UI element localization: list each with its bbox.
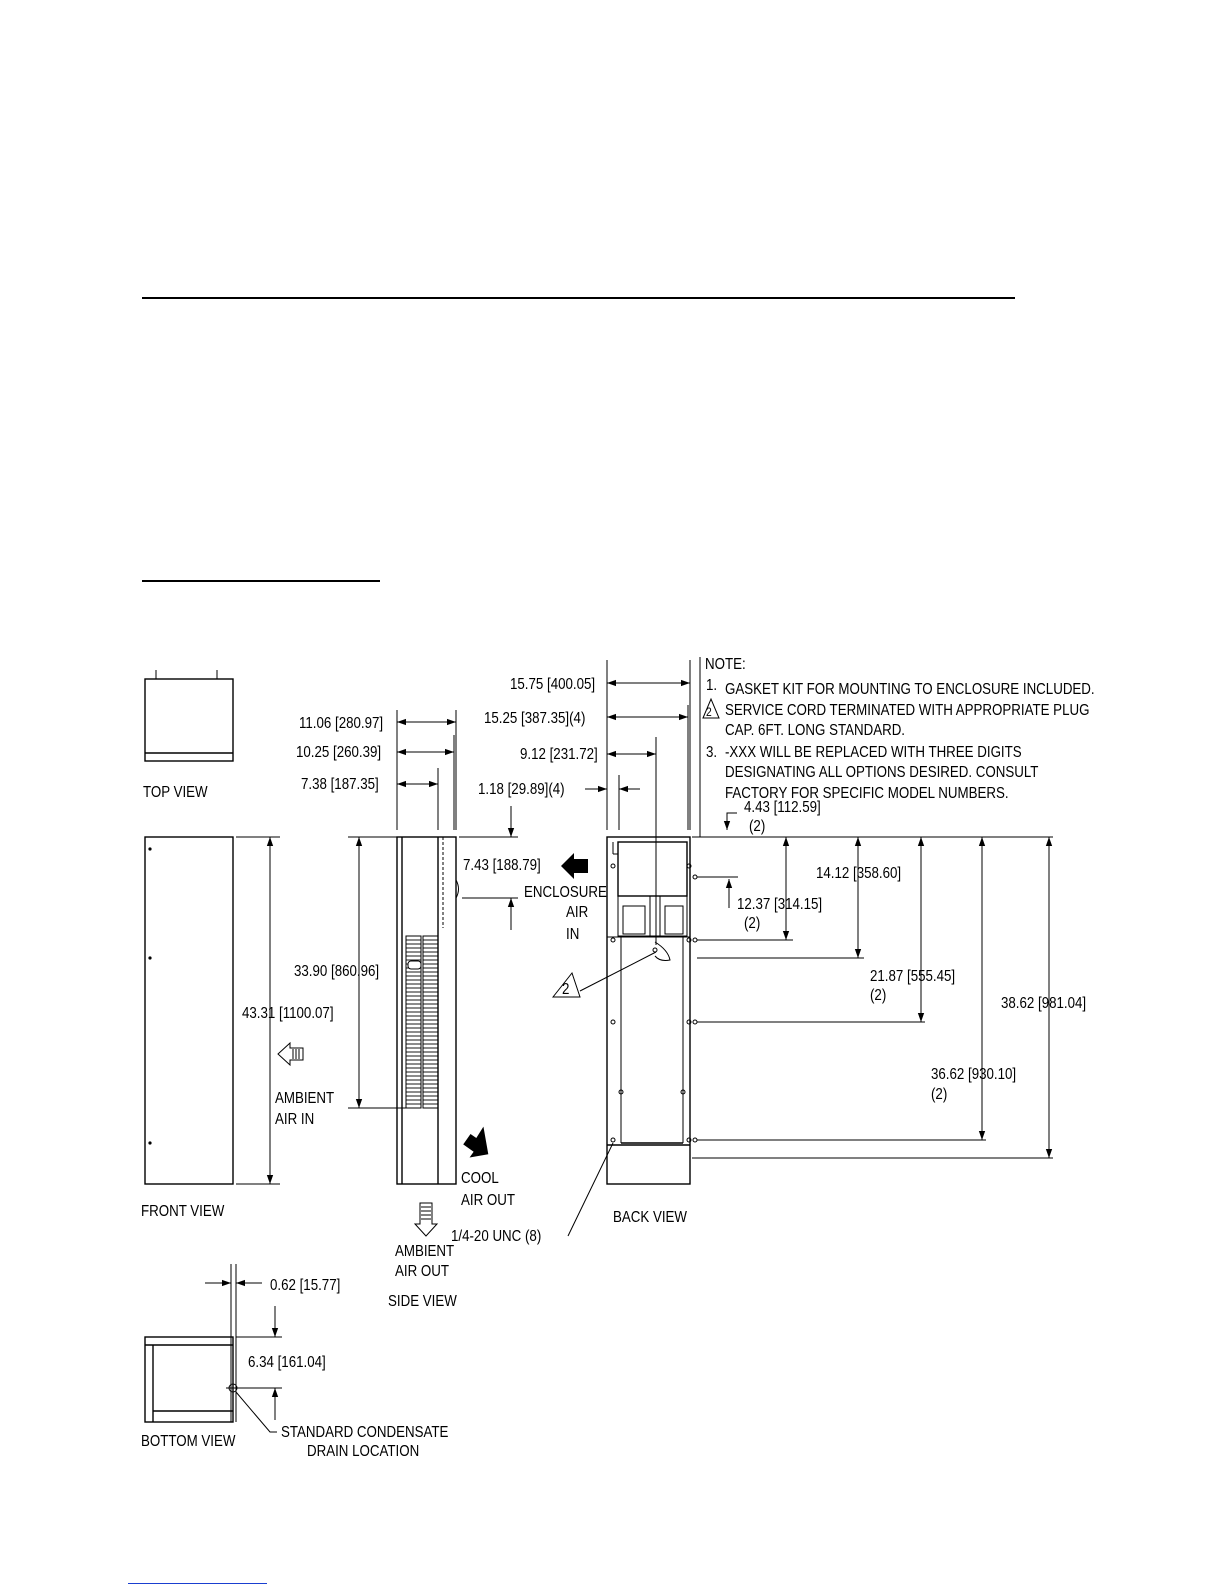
dim-4-43-qty: (2) <box>749 818 765 835</box>
dim-36-62-qty: (2) <box>931 1086 947 1103</box>
condensate-line1: STANDARD CONDENSATE <box>281 1424 449 1441</box>
dim-10-25: 10.25 [260.39] <box>296 744 381 761</box>
back-view: BACK VIEW 15.75 [400.05] 15.25 [387.35](… <box>451 660 1086 1245</box>
ambient-air-in-arrow <box>277 1041 304 1067</box>
dim-11-06: 11.06 [280.97] <box>299 715 383 732</box>
ambient-air-out-arrow <box>413 1202 439 1237</box>
dim-36-62: 36.62 [930.10] <box>931 1066 1016 1083</box>
cool-air-out-line2: AIR OUT <box>461 1192 515 1209</box>
notes-block: NOTE: 1. GASKET KIT FOR MOUNTING TO ENCL… <box>699 656 1095 837</box>
ambient-air-out-line1: AMBIENT <box>395 1243 454 1260</box>
back-view-label: BACK VIEW <box>613 1209 687 1226</box>
enclosure-air-in-line2: AIR <box>566 904 588 921</box>
dim-43-31: 43.31 [1100.07] <box>242 1005 334 1022</box>
note-3-line2: DESIGNATING ALL OPTIONS DESIRED. CONSULT <box>725 764 1039 781</box>
ambient-air-in-line1: AMBIENT <box>275 1090 334 1107</box>
dim-12-37-qty: (2) <box>744 915 760 932</box>
louver-grille <box>405 935 439 1109</box>
dim-7-38: 7.38 [187.35] <box>301 776 379 793</box>
note-1-text: GASKET KIT FOR MOUNTING TO ENCLOSURE INC… <box>725 681 1095 698</box>
bottom-view: 0.62 [15.77] 6.34 [161.04] STANDARD COND… <box>141 1264 449 1460</box>
note-2-line1: SERVICE CORD TERMINATED WITH APPROPRIATE… <box>725 702 1089 719</box>
cool-air-out-line1: COOL <box>461 1170 499 1187</box>
dim-15-25: 15.25 [387.35](4) <box>484 710 585 727</box>
top-view-label: TOP VIEW <box>143 784 208 801</box>
dim-7-43: 7.43 [188.79] <box>463 857 541 874</box>
condensate-line2: DRAIN LOCATION <box>307 1443 419 1460</box>
dim-21-87: 21.87 [555.45] <box>870 968 955 985</box>
unc-note: 1/4-20 UNC (8) <box>451 1228 541 1245</box>
notes-header: NOTE: <box>705 656 746 673</box>
note-2-line2: CAP. 6FT. LONG STANDARD. <box>725 722 905 739</box>
dim-38-62: 38.62 [981.04] <box>1001 995 1086 1012</box>
note-2-flag-cord <box>551 971 581 998</box>
side-view-label: SIDE VIEW <box>388 1293 457 1310</box>
front-view-label: FRONT VIEW <box>141 1203 225 1220</box>
bottom-view-label: BOTTOM VIEW <box>141 1433 236 1450</box>
enclosure-air-in-line3: IN <box>566 926 579 943</box>
footer-rule <box>128 1583 267 1584</box>
dim-33-90: 33.90 [860.96] <box>294 963 379 980</box>
ambient-air-out-line2: AIR OUT <box>395 1263 449 1280</box>
note-3-number: 3. <box>706 744 717 761</box>
ambient-air-in-line2: AIR IN <box>275 1111 314 1128</box>
note-1-number: 1. <box>706 677 717 694</box>
header-rule-short <box>142 580 380 582</box>
dim-12-37: 12.37 [314.15] <box>737 896 822 913</box>
dim-1-18: 1.18 [29.89](4) <box>478 781 565 798</box>
note-3-line1: -XXX WILL BE REPLACED WITH THREE DIGITS <box>725 744 1022 761</box>
dim-6-34: 6.34 [161.04] <box>248 1354 326 1371</box>
dim-14-12: 14.12 [358.60] <box>816 865 901 882</box>
header-rule-long <box>142 297 1015 299</box>
enclosure-air-in-line1: ENCLOSURE <box>524 884 607 901</box>
side-view: 11.06 [280.97] 10.25 [260.39] 7.38 [187.… <box>294 710 607 1310</box>
enclosure-air-in-arrow <box>561 853 588 879</box>
cool-air-out-arrow <box>463 1126 489 1158</box>
dim-21-87-qty: (2) <box>870 987 886 1004</box>
front-view: FRONT VIEW 43.31 [1100.07] AMBIENT AIR I… <box>141 836 334 1220</box>
dim-4-43: 4.43 [112.59] <box>744 799 821 816</box>
top-view: TOP VIEW <box>143 670 234 801</box>
dim-9-12: 9.12 [231.72] <box>520 746 598 763</box>
note-3-line3: FACTORY FOR SPECIFIC MODEL NUMBERS. <box>725 785 1009 802</box>
cord-flag-number: 2 <box>562 981 569 998</box>
mounting-holes <box>610 863 698 1143</box>
dim-15-75: 15.75 [400.05] <box>510 676 595 693</box>
note-2-flag <box>702 697 720 719</box>
note-2-flag-number: 2 <box>706 706 712 719</box>
dim-0-62: 0.62 [15.77] <box>270 1277 340 1294</box>
